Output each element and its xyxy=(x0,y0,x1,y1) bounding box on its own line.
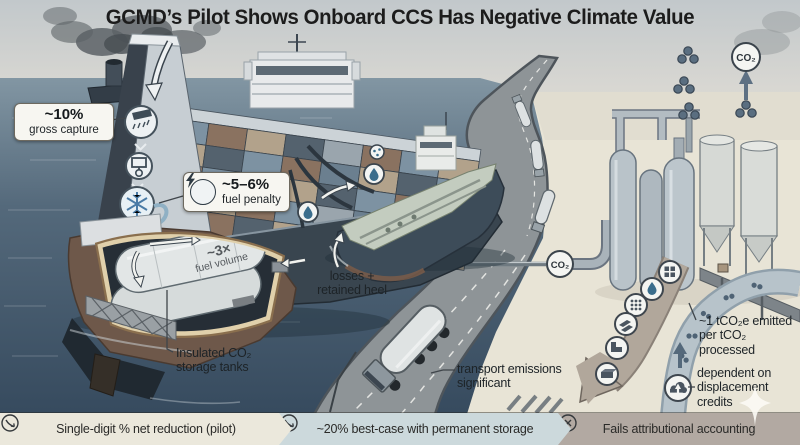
truss-catwalk xyxy=(85,295,177,341)
scrubber-icon xyxy=(124,105,158,139)
finding-label: Single-digit % net reduction (pilot) xyxy=(56,422,236,436)
gross-capture-label: gross capture xyxy=(29,123,99,136)
credits-label: dependent on displacement credits xyxy=(697,366,772,409)
fuel-penalty-value: ~5–6% xyxy=(222,176,270,193)
key-findings-bar: Single-digit % net reduction (pilot) ~20… xyxy=(0,412,800,445)
displacement-credits-path xyxy=(659,268,800,445)
tanker-superstructure xyxy=(415,112,457,171)
storage-tanks-label: Insulated CO₂ storage tanks xyxy=(176,346,252,375)
trend-down-icon xyxy=(0,413,20,433)
losses-label: losses + retained heel xyxy=(317,269,387,298)
co2-vent-badge xyxy=(731,42,761,72)
compressor-icon xyxy=(125,152,153,180)
product-block-icon xyxy=(601,369,617,378)
finding-best-case: ~20% best-case with permanent storage xyxy=(279,413,571,445)
finding-pilot-reduction: Single-digit % net reduction (pilot) xyxy=(0,413,292,445)
road-hatching xyxy=(506,394,564,415)
vapor-icon xyxy=(369,144,385,160)
gross-capture-callout: ~10% gross capture xyxy=(14,103,114,141)
fuel-penalty-callout: ~5–6% fuel penalty xyxy=(183,172,290,212)
chevron-down-icon xyxy=(134,143,147,151)
losses-arrow xyxy=(332,230,345,268)
co2-pipeline-badge: CO₂ xyxy=(546,250,574,278)
finding-label: Fails attributional accounting xyxy=(602,422,756,436)
co2-pipeline-text: CO₂ xyxy=(551,260,569,271)
ship-bridge xyxy=(243,34,361,109)
silos xyxy=(699,134,778,274)
bunker-tanker xyxy=(325,112,515,283)
transport-emissions-label: transport emissions significant xyxy=(457,362,562,391)
fuel-penalty-label: fuel penalty xyxy=(222,193,281,206)
co2-products-chain xyxy=(576,256,690,404)
product-fuel-icon xyxy=(647,282,657,295)
transfer-hoses xyxy=(288,144,385,229)
page-title: GCMD’s Pilot Shows Onboard CCS Has Negat… xyxy=(105,6,695,29)
vent-emissions: CO₂ xyxy=(673,11,800,120)
product-pellets-icon xyxy=(630,299,642,311)
guardrail xyxy=(329,351,357,413)
lightning-icon xyxy=(186,173,216,205)
lane-markings xyxy=(351,59,548,414)
product-grid-icon xyxy=(664,266,675,277)
finding-label: ~20% best-case with permanent storage xyxy=(316,422,534,436)
finding-accounting: Fails attributional accounting xyxy=(558,413,800,445)
emitted-label: ~1 tCO₂e emitted per tCO₂ processed xyxy=(699,314,793,357)
gross-capture-value: ~10% xyxy=(44,106,84,123)
tanker-trucks xyxy=(362,93,556,393)
cutaway-bow xyxy=(67,213,306,369)
product-ingots-icon xyxy=(619,320,633,332)
large-tanker-truck xyxy=(362,304,450,393)
co2-vent-text: CO₂ xyxy=(736,53,755,64)
product-pipe-icon xyxy=(611,342,622,352)
